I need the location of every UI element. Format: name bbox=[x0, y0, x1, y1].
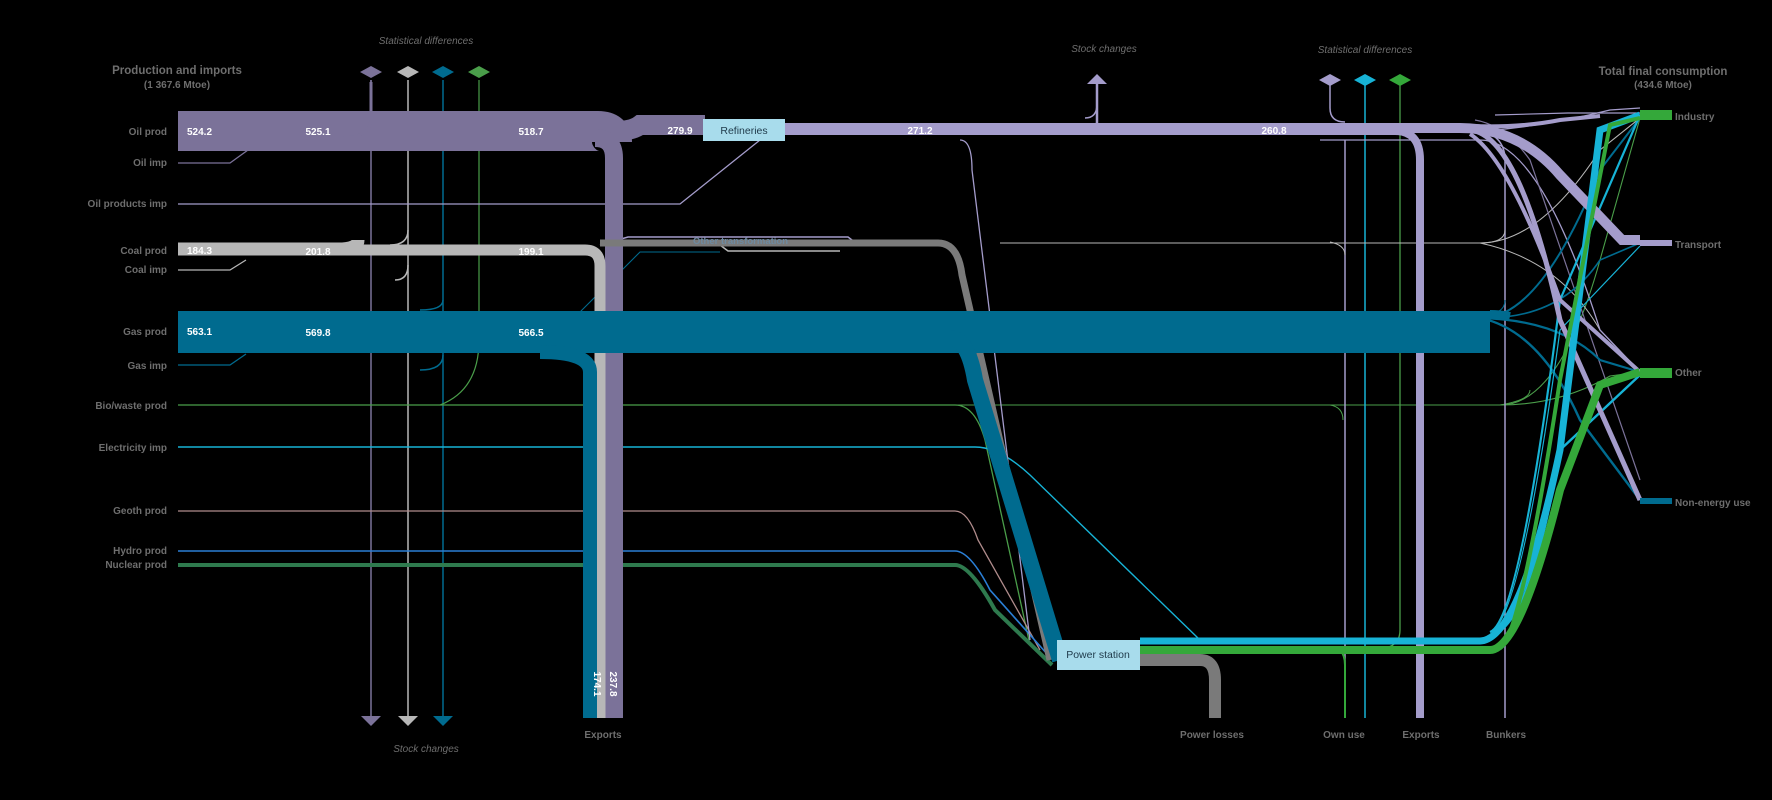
electricity-stat-diff-diamond bbox=[1354, 74, 1376, 86]
heat-output-to-other-flow bbox=[1140, 368, 1642, 654]
coal-prod-label: Coal prod bbox=[120, 246, 167, 257]
stock-changes-bottom-label: Stock changes bbox=[393, 744, 459, 755]
oil-products-stat-diff-diamond bbox=[1319, 74, 1341, 86]
oil-products-final-value: 260.8 bbox=[1261, 126, 1286, 137]
power-station-node: Power station bbox=[1057, 640, 1140, 670]
other-label: Other bbox=[1675, 368, 1702, 379]
oil-imp-label: Oil imp bbox=[133, 158, 167, 169]
gas-stat-diff-diamond bbox=[432, 66, 454, 78]
final-consumption-total: (434.6 Mtoe) bbox=[1634, 80, 1692, 91]
oil-imp-flow bbox=[178, 149, 249, 164]
stock-changes-top-label: Stock changes bbox=[1071, 44, 1137, 55]
coal-exports-flow bbox=[178, 244, 606, 718]
electricity-to-transport-flow bbox=[1489, 245, 1641, 633]
transport-label: Transport bbox=[1675, 240, 1722, 251]
heat-to-industry-flow bbox=[1498, 116, 1641, 650]
gas-to-power-flow bbox=[948, 330, 1068, 663]
nuclear-flow bbox=[178, 563, 1054, 667]
non-energy-use-bar bbox=[1640, 498, 1672, 504]
stat-diff-left-label: Statistical differences bbox=[379, 36, 474, 47]
final-consumption-title: Total final consumption bbox=[1599, 66, 1728, 78]
industry-bar bbox=[1640, 110, 1672, 120]
electricity-imp-label: Electricity imp bbox=[99, 443, 167, 454]
arrow-markers bbox=[360, 66, 1411, 726]
coal-to-industry-flow bbox=[1000, 117, 1641, 244]
heat-stat-diff-diamond bbox=[1389, 74, 1411, 86]
gas-prod-value: 563.1 bbox=[187, 327, 212, 338]
oil-after-stat-value: 518.7 bbox=[518, 127, 543, 138]
gas-exports-flow bbox=[539, 345, 597, 718]
oil-stat-diff-diamond bbox=[360, 66, 382, 78]
gas-imp-flow bbox=[178, 353, 247, 366]
oil-products-stock-change-arrow bbox=[1087, 74, 1107, 84]
gas-to-non-energy-flow bbox=[1479, 316, 1641, 501]
production-imports-title: Production and imports bbox=[112, 65, 242, 77]
electricity-output-flow bbox=[1140, 111, 1642, 645]
gas-to-other-flow bbox=[1479, 316, 1641, 374]
gas-after-imp-value: 569.8 bbox=[305, 328, 330, 339]
oil-products-exports-flow bbox=[785, 127, 1424, 718]
nuclear-prod-label: Nuclear prod bbox=[105, 560, 167, 571]
heat-stat-diff-line bbox=[1384, 82, 1401, 649]
power-losses-label: Power losses bbox=[1180, 730, 1244, 741]
geoth-flow bbox=[178, 510, 1041, 651]
biowaste-prod-label: Bio/waste prod bbox=[95, 401, 167, 412]
source-labels: Oil prod Oil imp Oil products imp Coal p… bbox=[88, 127, 167, 571]
non-energy-use-label: Non-energy use bbox=[1675, 498, 1751, 509]
oil-to-non-energy-flow bbox=[1469, 127, 1643, 502]
bio-stat-diff-diamond bbox=[468, 66, 490, 78]
power-station-label: Power station bbox=[1066, 649, 1130, 661]
final-consumption-bars bbox=[1640, 110, 1672, 504]
oil-to-other-flow bbox=[1468, 132, 1642, 374]
oil-stock-change-arrow bbox=[361, 716, 381, 726]
oil-prod-label: Oil prod bbox=[129, 127, 167, 138]
coal-after-imp-value: 201.8 bbox=[305, 247, 330, 258]
geoth-prod-label: Geoth prod bbox=[113, 506, 167, 517]
coal-after-stat-value: 199.1 bbox=[518, 247, 543, 258]
gas-prod-label: Gas prod bbox=[123, 327, 167, 338]
flow-values: 524.2 525.1 518.7 279.9 271.2 260.8 184.… bbox=[187, 126, 1287, 697]
sink-labels: Exports Power losses Own use Exports Bun… bbox=[584, 112, 1751, 741]
oil-products-imp-label: Oil products imp bbox=[88, 199, 167, 210]
coal-to-power-flow bbox=[600, 239, 1054, 661]
transport-bar bbox=[1640, 240, 1672, 246]
oil-to-refineries-value: 279.9 bbox=[667, 126, 692, 137]
oil-products-imp-flow bbox=[178, 139, 761, 205]
production-imports-total: (1 367.6 Mtoe) bbox=[144, 80, 210, 91]
bunkers-label: Bunkers bbox=[1486, 730, 1526, 741]
exports-right-label: Exports bbox=[1402, 730, 1440, 741]
gas-exports-value: 174.1 bbox=[591, 671, 602, 696]
oil-to-transport-flow bbox=[785, 123, 1640, 245]
oil-after-imp-value: 525.1 bbox=[305, 127, 330, 138]
power-losses-flow bbox=[1140, 654, 1221, 718]
coal-imp-label: Coal imp bbox=[125, 265, 167, 276]
other-transformation-label: Other transformation bbox=[693, 236, 788, 247]
hydro-prod-label: Hydro prod bbox=[113, 546, 167, 557]
industry-label: Industry bbox=[1675, 112, 1715, 123]
coal-prod-value: 184.3 bbox=[187, 246, 212, 257]
oil-exports-value: 237.8 bbox=[607, 671, 618, 696]
hydro-flow bbox=[178, 550, 1049, 656]
refineries-out-value: 271.2 bbox=[907, 126, 932, 137]
coal-stock-change-arrow bbox=[398, 716, 418, 726]
other-bar bbox=[1640, 368, 1672, 378]
gas-stock-change-arrow bbox=[433, 716, 453, 726]
electricity-to-industry-flow bbox=[1489, 114, 1642, 634]
gas-after-stat-value: 566.5 bbox=[518, 328, 543, 339]
crude-oil-exports-flow bbox=[594, 129, 623, 718]
refineries-label: Refineries bbox=[720, 125, 767, 137]
gas-imp-label: Gas imp bbox=[128, 361, 167, 372]
stat-diff-right-label: Statistical differences bbox=[1318, 45, 1413, 56]
refineries-node: Refineries bbox=[703, 119, 785, 141]
exports-left-label: Exports bbox=[584, 730, 622, 741]
coal-imp-flow bbox=[178, 259, 247, 271]
thick-flows bbox=[178, 82, 1643, 718]
coal-stat-diff-diamond bbox=[397, 66, 419, 78]
own-use-label: Own use bbox=[1323, 730, 1365, 741]
oil-prod-value: 524.2 bbox=[187, 127, 212, 138]
